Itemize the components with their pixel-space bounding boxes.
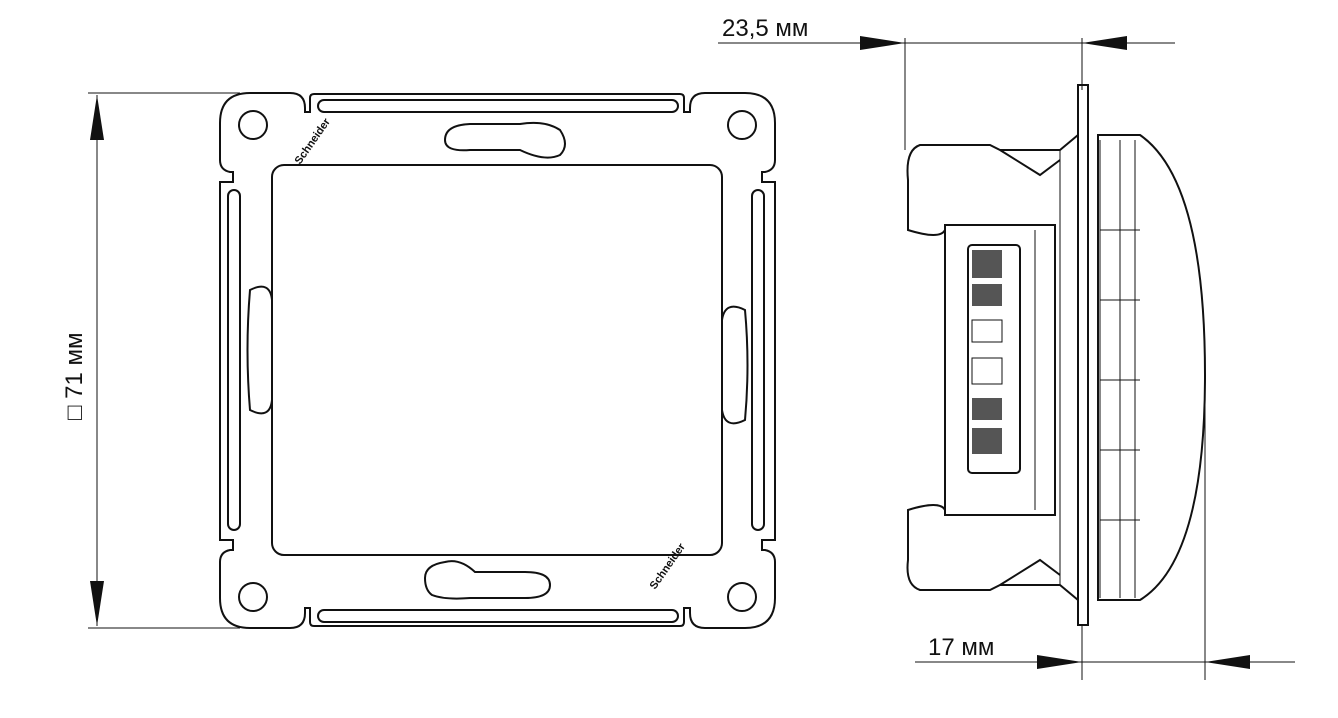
- depth-front-label: 17 мм: [928, 634, 994, 661]
- height-label: □ 71 мм: [61, 332, 88, 420]
- depth-total-dimension: 23,5 мм: [718, 15, 1175, 150]
- depth-front-dimension: 17 мм: [915, 380, 1295, 680]
- depth-total-label: 23,5 мм: [722, 15, 808, 42]
- side-view: [906, 84, 1207, 626]
- height-dimension: □ 71 мм: [61, 92, 240, 629]
- logo-schneider-top: Schneider: [293, 116, 334, 167]
- front-view: Schneider Schneider: [219, 92, 776, 629]
